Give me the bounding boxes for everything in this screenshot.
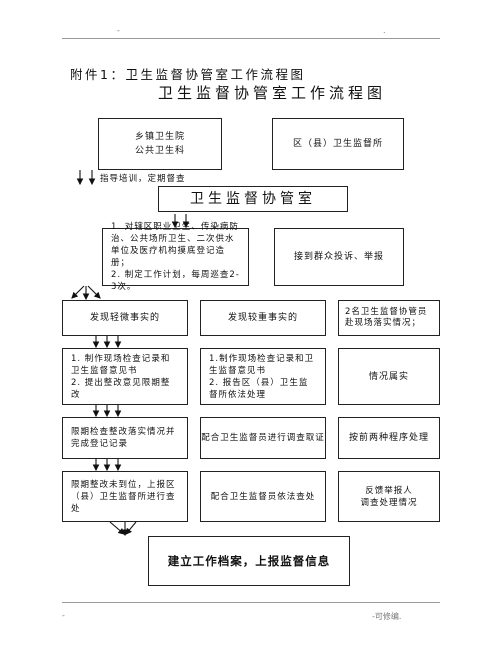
arrow-diagonal-icon — [125, 521, 137, 535]
footer-mark-right: -可修编. — [372, 612, 402, 621]
header-mark-right: . — [383, 26, 386, 35]
box-minor-label: 发现轻微事实的 — [89, 313, 160, 323]
box-assist-investigation-label: 配合卫生监督员进行调查取证 — [201, 433, 325, 443]
header-mark-left: - — [117, 26, 120, 35]
box-serious-label: 发现较重事实的 — [227, 313, 298, 323]
box-handle-label: 按前两种程序处理 — [348, 433, 429, 443]
box-duties-label: 1. 对辖区职业卫生、传染病防治、公共场所卫生、二次供水单位及医疗机构摸底登记造… — [111, 222, 240, 292]
box-office-label: 卫生监督协管室 — [190, 191, 316, 207]
box-minor-step2: 限期检查整改落实情况并完成登记记录 — [62, 417, 188, 459]
box-minor-step3-label: 限期整改未到位，上报区（县）卫生监督所进行查处 — [71, 479, 176, 514]
footer-rule — [62, 602, 440, 603]
box-township-health-center: 乡镇卫生院 公共卫生科 — [98, 118, 222, 170]
box-serious-step1-label: 1.制作现场检查记录和卫生监督意见书 2. 报告区（县）卫生监督所依法处理 — [209, 353, 315, 400]
box-minor-step3: 限期整改未到位，上报区（县）卫生监督所进行查处 — [62, 471, 188, 522]
box-supervision-office: 卫生监督协管室 — [158, 186, 348, 212]
main-title: 卫生监督协管室工作流程图 — [158, 84, 387, 102]
box-minor-step1-label: 1. 制作现场检查记录和卫生监督意见书 2. 提出整改意见限期整改 — [71, 353, 171, 400]
box-township-label: 乡镇卫生院 公共卫生科 — [134, 132, 185, 156]
box-final-archive: 建立工作档案，上报监督信息 — [148, 536, 350, 586]
header-rule — [62, 38, 440, 39]
box-complaints-label: 接到群众投诉、举报 — [293, 252, 384, 262]
box-district-label: 区（县）卫生监督所 — [292, 139, 383, 149]
arrow-diagonal-icon — [109, 521, 125, 535]
box-feedback-label: 反馈举报人 调查处理情况 — [360, 485, 418, 508]
box-minor-fact: 发现轻微事实的 — [62, 300, 188, 336]
box-assist-punishment-label: 配合卫生监督员依法查处 — [210, 491, 316, 502]
box-serious-step1: 1.制作现场检查记录和卫生监督意见书 2. 报告区（县）卫生监督所依法处理 — [200, 348, 326, 405]
box-serious-fact: 发现较重事实的 — [200, 300, 326, 336]
box-handle-by-procedure: 按前两种程序处理 — [338, 417, 440, 459]
arrow-diagonal-icon — [87, 285, 101, 299]
box-situation-true: 情况属实 — [338, 348, 440, 405]
box-minor-step2-label: 限期检查整改落实情况并完成登记记录 — [71, 427, 176, 449]
box-complaints: 接到群众投诉、举报 — [274, 228, 404, 286]
attachment-title: 附件1：卫生监督协管室工作流程图 — [70, 67, 306, 82]
footer-mark-left: - — [62, 611, 65, 620]
arrow-diagonal-icon — [71, 285, 85, 299]
box-assist-investigation: 配合卫生监督员进行调查取证 — [200, 417, 326, 459]
box-assist-punishment: 配合卫生监督员依法查处 — [200, 471, 326, 522]
guidance-note: 指导培训，定期督查 — [100, 174, 186, 184]
box-final-label: 建立工作档案，上报监督信息 — [167, 554, 331, 568]
box-feedback: 反馈举报人 调查处理情况 — [338, 471, 440, 522]
box-minor-step1: 1. 制作现场检查记录和卫生监督意见书 2. 提出整改意见限期整改 — [62, 348, 188, 405]
box-routine-duties: 1. 对辖区职业卫生、传染病防治、公共场所卫生、二次供水单位及医疗机构摸底登记造… — [102, 222, 249, 292]
box-situation-true-label: 情况属实 — [368, 371, 409, 382]
box-two-staff: 2名卫生监督协管员赴现场落实情况； — [338, 300, 440, 336]
box-two-staff-label: 2名卫生监督协管员赴现场落实情况； — [345, 307, 428, 328]
box-district-supervision: 区（县）卫生监督所 — [272, 118, 404, 170]
